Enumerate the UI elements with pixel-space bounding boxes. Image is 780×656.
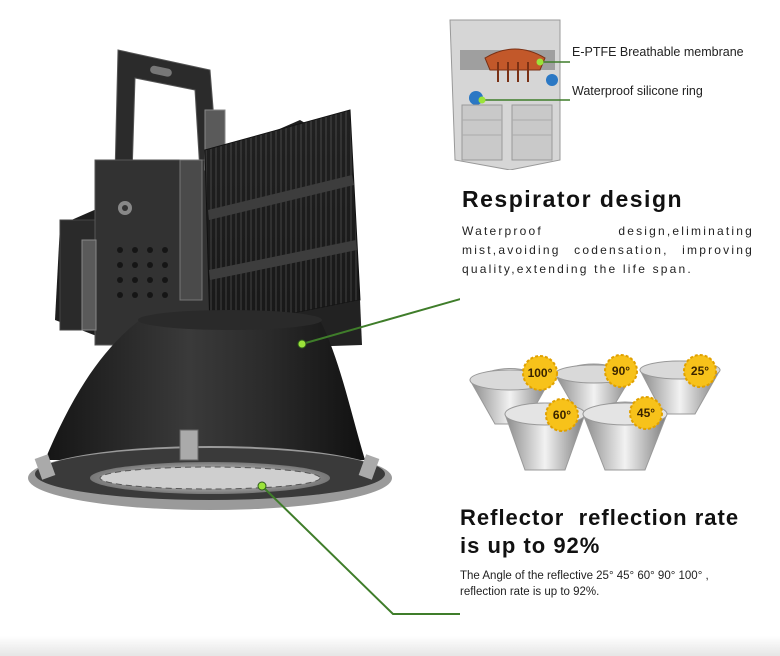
lamp-dome: [45, 310, 365, 460]
svg-text:60°: 60°: [553, 408, 571, 422]
respirator-title: Respirator design: [462, 186, 684, 212]
reflector-cups-illustration: 100° 90° 25° 60° 45°: [469, 354, 721, 471]
leader-dot-reflector: [257, 481, 267, 491]
svg-text:100°: 100°: [528, 366, 553, 380]
angle-badge-90: 90°: [604, 354, 638, 388]
svg-text:90°: 90°: [612, 364, 630, 378]
svg-text:45°: 45°: [637, 406, 655, 420]
angle-badge-25: 25°: [683, 354, 717, 388]
angle-badge-45: 45°: [629, 396, 663, 430]
bottom-shadow-divider: [0, 636, 780, 656]
leader-dot-heatsink: [297, 339, 307, 349]
respirator-valve-cross-section: [449, 19, 570, 170]
respirator-description: Waterproof design,eliminating mist,avoid…: [462, 224, 754, 276]
membrane-callout-label: E-PTFE Breathable membrane: [572, 45, 744, 59]
high-bay-lamp-illustration: [28, 49, 460, 615]
reflector-title: Reflector reflection rate is up to 92%: [460, 505, 747, 558]
angle-badge-100: 100°: [522, 355, 558, 391]
leader-lines: [261, 298, 460, 615]
angle-badge-60: 60°: [545, 398, 579, 432]
heatsink-fins: [204, 109, 362, 350]
hanging-bracket: [114, 49, 219, 176]
svg-text:25°: 25°: [691, 364, 709, 378]
reflector-description: The Angle of the reflective 25° 45° 60° …: [460, 570, 709, 598]
silicone-ring-callout-label: Waterproof silicone ring: [572, 84, 703, 98]
